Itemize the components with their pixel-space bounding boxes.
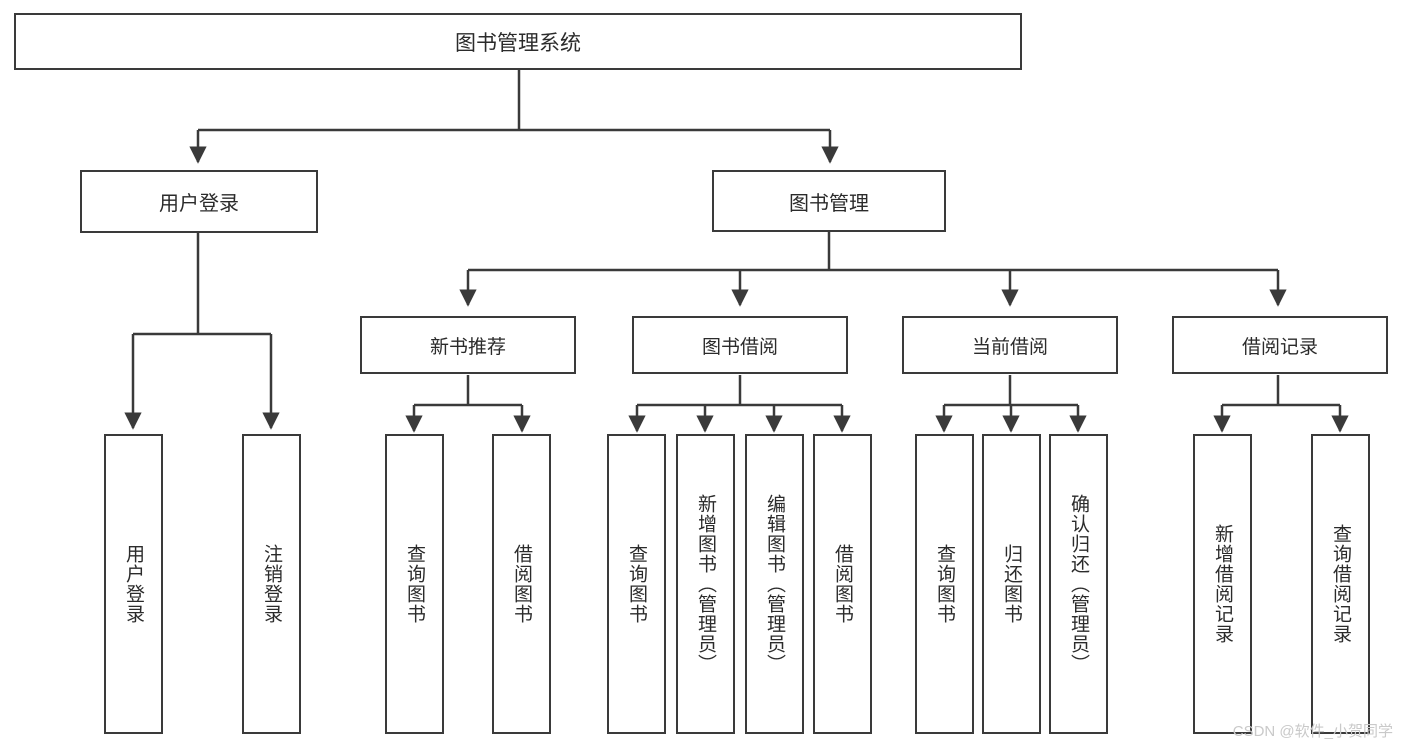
node-label: 借阅图书 (832, 544, 853, 624)
node-label: 查询图书 (626, 544, 647, 624)
node-label: 当前借阅 (971, 336, 1048, 358)
node-label: 编辑图书（管理员） (764, 494, 785, 674)
node-book-management[interactable]: 图书管理 (712, 170, 946, 232)
node-user-login[interactable]: 用户登录 (80, 170, 318, 233)
leaf-record-query-record[interactable]: 查询借阅记录 (1311, 434, 1370, 734)
node-label: 归还图书 (1001, 544, 1022, 624)
node-label: 确认归还（管理员） (1068, 494, 1089, 674)
leaf-borrow-add-book-admin[interactable]: 新增图书（管理员） (676, 434, 735, 734)
leaf-current-confirm-return-admin[interactable]: 确认归还（管理员） (1049, 434, 1108, 734)
node-book-borrow[interactable]: 图书借阅 (632, 316, 848, 374)
leaf-current-query-book[interactable]: 查询图书 (915, 434, 974, 734)
node-borrow-record[interactable]: 借阅记录 (1172, 316, 1388, 374)
leaf-recommend-query-book[interactable]: 查询图书 (385, 434, 444, 734)
node-label: 新书推荐 (429, 336, 506, 358)
leaf-current-return-book[interactable]: 归还图书 (982, 434, 1041, 734)
leaf-user-login-logout[interactable]: 注销登录 (242, 434, 301, 734)
leaf-borrow-query-book[interactable]: 查询图书 (607, 434, 666, 734)
node-label: 新增图书（管理员） (695, 494, 716, 674)
leaf-user-login-login[interactable]: 用户登录 (104, 434, 163, 734)
leaf-record-add-record[interactable]: 新增借阅记录 (1193, 434, 1252, 734)
node-label: 查询借阅记录 (1330, 524, 1351, 644)
node-label: 图书管理 (789, 192, 869, 215)
node-label: 用户登录 (159, 193, 239, 215)
node-label: 借阅记录 (1241, 336, 1318, 358)
leaf-recommend-borrow-book[interactable]: 借阅图书 (492, 434, 551, 734)
node-root-system[interactable]: 图书管理系统 (14, 13, 1022, 70)
node-label: 图书借阅 (701, 336, 778, 358)
node-label: 新增借阅记录 (1212, 524, 1233, 644)
node-label: 查询图书 (934, 544, 955, 624)
watermark: CSDN @软件_小贺同学 (1232, 723, 1393, 740)
leaf-borrow-borrow-book[interactable]: 借阅图书 (813, 434, 872, 734)
node-label: 注销登录 (261, 544, 282, 624)
node-label: 查询图书 (404, 544, 425, 624)
node-label: 用户登录 (123, 544, 144, 624)
leaf-borrow-edit-book-admin[interactable]: 编辑图书（管理员） (745, 434, 804, 734)
node-label: 图书管理系统 (455, 31, 581, 55)
node-label: 借阅图书 (511, 544, 532, 624)
node-new-book-recommend[interactable]: 新书推荐 (360, 316, 576, 374)
node-current-borrow[interactable]: 当前借阅 (902, 316, 1118, 374)
